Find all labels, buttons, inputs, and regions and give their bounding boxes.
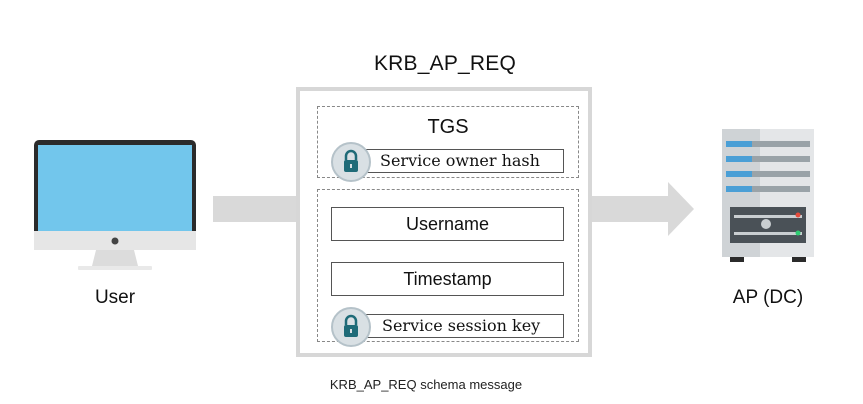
username-field: Username [331,207,564,241]
service-owner-hash-label: Service owner hash [380,151,540,170]
computer-icon [34,140,198,275]
diagram-title: KRB_AP_REQ [373,52,517,75]
service-session-key-field: Service session key [348,314,564,338]
user-label: User [94,287,136,308]
tgs-label: TGS [427,116,469,138]
outgoing-arrow [592,182,694,236]
diagram-caption: KRB_AP_REQ schema message [329,377,523,392]
timestamp-field: Timestamp [331,262,564,296]
incoming-arrow [213,196,296,222]
server-icon [722,129,816,263]
authenticator-section [317,189,579,342]
service-session-key-label: Service session key [382,316,541,335]
service-owner-hash-field: Service owner hash [348,149,564,173]
tgs-section [317,106,579,178]
lock-icon [331,307,371,347]
lock-icon [331,142,371,182]
server-label: AP (DC) [732,287,804,308]
